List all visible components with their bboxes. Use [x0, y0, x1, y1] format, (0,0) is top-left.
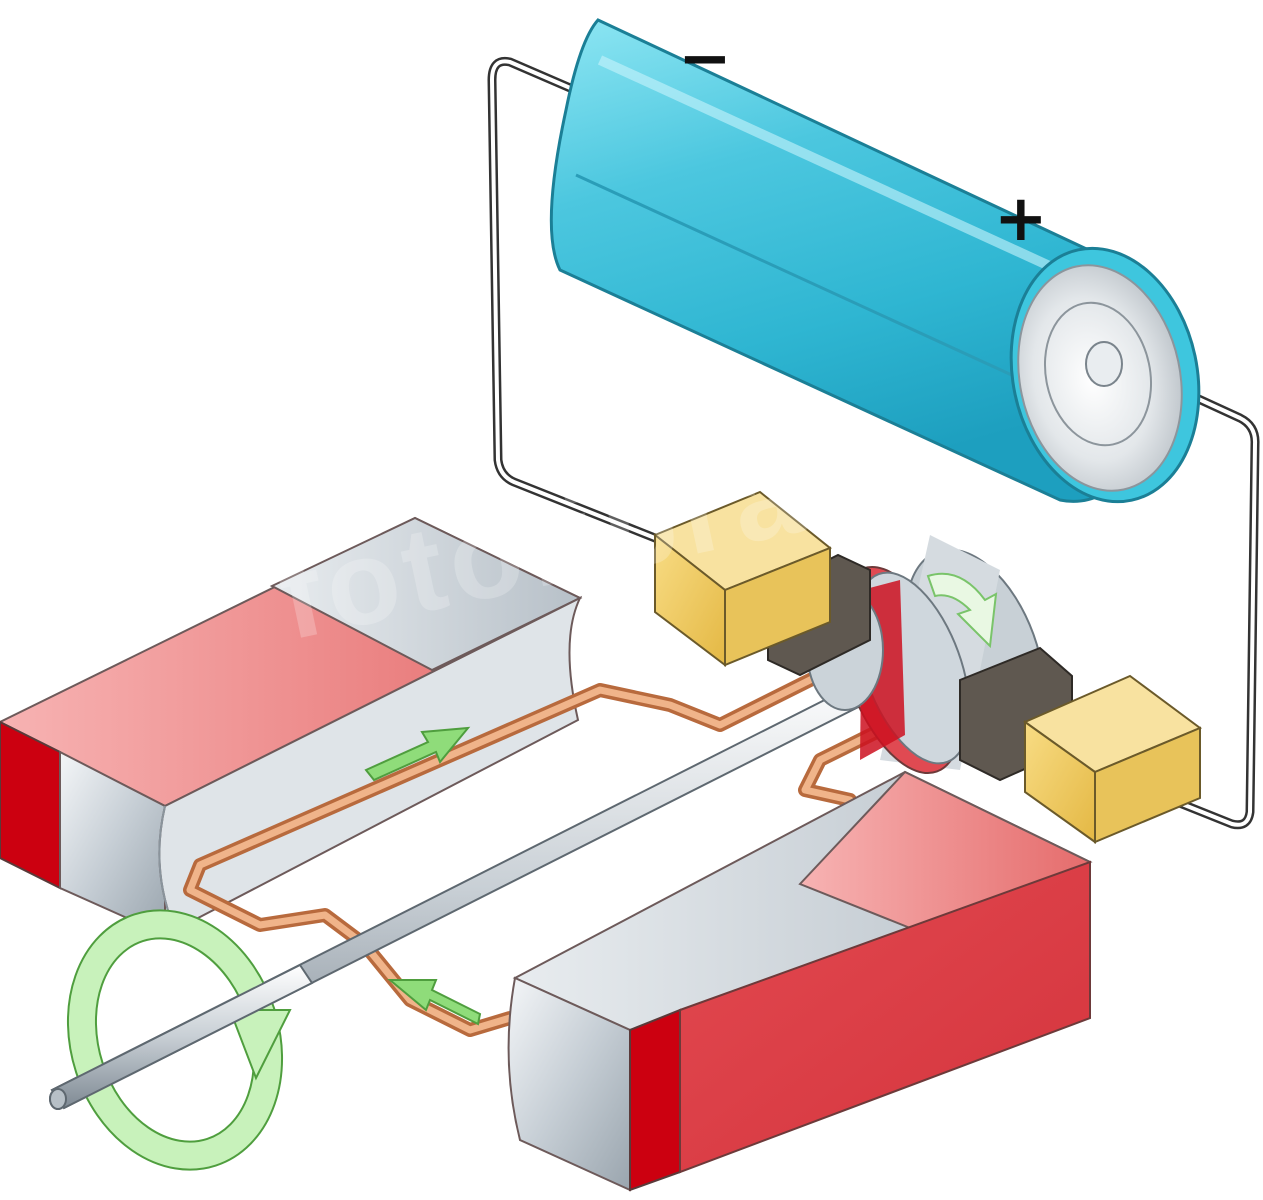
battery: − + [549, 18, 1201, 504]
axle-end [49, 1088, 67, 1110]
circuit-wire [487, 56, 1260, 830]
axle-rotation-arrow [66, 909, 292, 1171]
current-arrow-lower [387, 979, 482, 1026]
battery-terminal [1085, 341, 1123, 387]
negative-terminal-label: − [678, 22, 732, 96]
positive-terminal-label: + [994, 182, 1048, 256]
magnet-right [507, 770, 1093, 1192]
current-arrow-upper [364, 726, 471, 782]
brush-upper [653, 490, 871, 677]
magnet-left [0, 516, 583, 937]
brush-lower [959, 646, 1203, 844]
commutator-rotation-arrow [926, 572, 998, 649]
